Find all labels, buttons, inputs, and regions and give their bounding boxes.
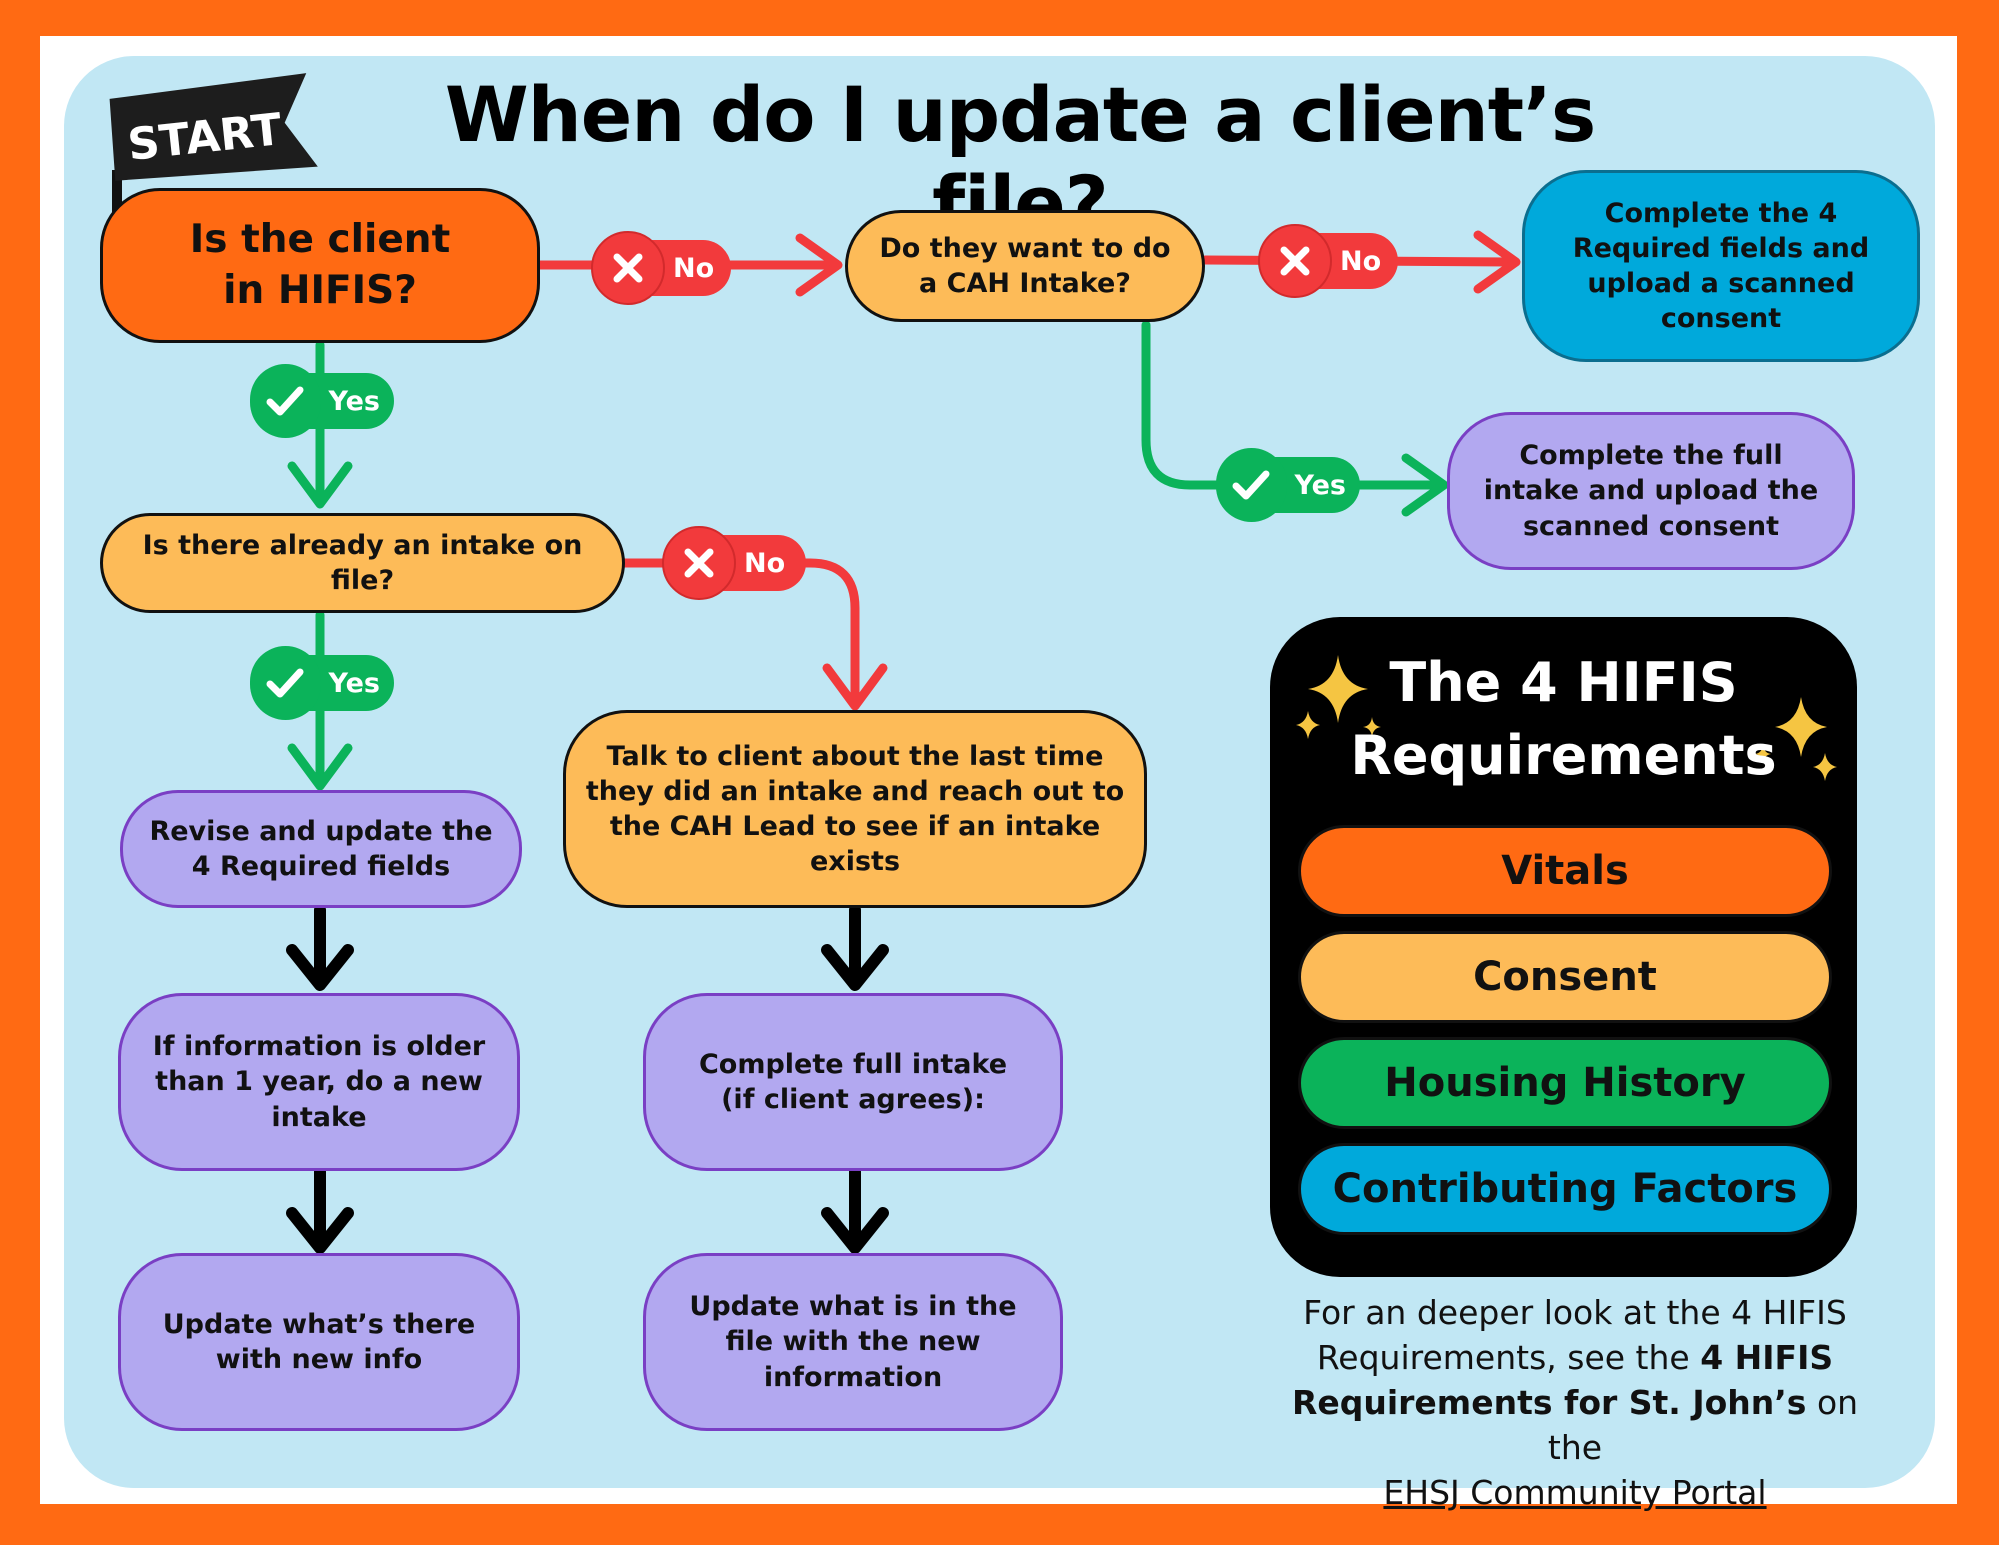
node-cah-intake: Do they want to do a CAH Intake? — [845, 210, 1205, 322]
flow-arrow-4 — [821, 1166, 889, 1254]
sparkle-icon — [1755, 697, 1837, 781]
no-label: No — [744, 547, 786, 579]
requirements-box: The 4 HIFIS Requirements Vitals Consent … — [1270, 617, 1857, 1277]
no-badge-3: No — [662, 526, 806, 600]
requirement-consent: Consent — [1298, 931, 1832, 1023]
sparkle-icon — [1296, 655, 1381, 739]
yes-badge-1: Yes — [250, 364, 394, 438]
no-arrow-head-3 — [822, 663, 888, 711]
check-icon — [250, 646, 321, 720]
no-arrow-line-3 — [620, 558, 860, 705]
node-update-file-new-info: Update what is in the file with the new … — [643, 1253, 1063, 1431]
requirement-contributing-factors: Contributing Factors — [1298, 1143, 1832, 1235]
yes-arrow-head-2 — [287, 743, 353, 791]
no-label: No — [1340, 245, 1382, 277]
footnote-bold: 4 HIFIS Requirements for St. John’s — [1291, 1338, 1834, 1422]
requirements-title-line1: The 4 HIFIS — [1389, 651, 1738, 714]
portal-link[interactable]: EHSJ Community Portal — [1383, 1473, 1767, 1512]
no-arrow-head-2 — [1473, 230, 1521, 294]
requirements-title-line2: Requirements — [1350, 724, 1777, 787]
no-badge-2: No — [1258, 224, 1398, 298]
yes-badge-3: Yes — [1216, 448, 1360, 522]
node-older-than-year: If information is older than 1 year, do … — [118, 993, 520, 1171]
x-icon — [1258, 224, 1332, 298]
check-icon — [250, 364, 321, 438]
yes-arrow-head-1 — [287, 461, 353, 509]
flow-arrow-2 — [286, 1166, 354, 1254]
footnote: For an deeper look at the 4 HIFIS Requir… — [1270, 1290, 1880, 1515]
node-intake-on-file: Is there already an intake on file? — [100, 513, 625, 613]
yes-label: Yes — [328, 667, 380, 699]
node-update-whats-there: Update what’s there with new info — [118, 1253, 520, 1431]
footnote-text: For an deeper look at the 4 HIFIS Requir… — [1303, 1293, 1847, 1377]
no-label: No — [673, 252, 715, 284]
node-client-in-hifis: Is the client in HIFIS? — [100, 188, 540, 343]
start-flag-icon: START — [109, 73, 318, 220]
check-icon — [1216, 448, 1287, 522]
yes-arrow-head-cah — [1401, 453, 1449, 517]
x-icon — [662, 526, 736, 600]
flow-arrow-3 — [821, 904, 889, 991]
node-complete-full-intake: Complete the full intake and upload the … — [1447, 412, 1855, 570]
yes-badge-2: Yes — [250, 646, 394, 720]
x-icon — [591, 231, 665, 305]
no-badge-1: No — [591, 231, 731, 305]
footnote-text-2: on the — [1547, 1383, 1859, 1467]
node-complete-full-if-agrees: Complete full intake (if client agrees): — [643, 993, 1063, 1171]
node-talk-to-client: Talk to client about the last time they … — [563, 710, 1147, 908]
yes-label: Yes — [1294, 469, 1346, 501]
node-complete-required: Complete the 4 Required fields and uploa… — [1522, 170, 1920, 362]
yes-label: Yes — [328, 385, 380, 417]
flow-arrow-1 — [286, 904, 354, 991]
requirement-housing-history: Housing History — [1298, 1037, 1832, 1129]
page-title: When do I update a client’s file? — [444, 70, 1596, 248]
yes-arrow-line-cah — [1141, 320, 1445, 490]
requirement-vitals: Vitals — [1298, 825, 1832, 917]
no-arrow-head-1 — [795, 233, 843, 297]
node-revise-update: Revise and update the 4 Required fields — [120, 790, 522, 908]
start-flag: START — [100, 70, 325, 224]
